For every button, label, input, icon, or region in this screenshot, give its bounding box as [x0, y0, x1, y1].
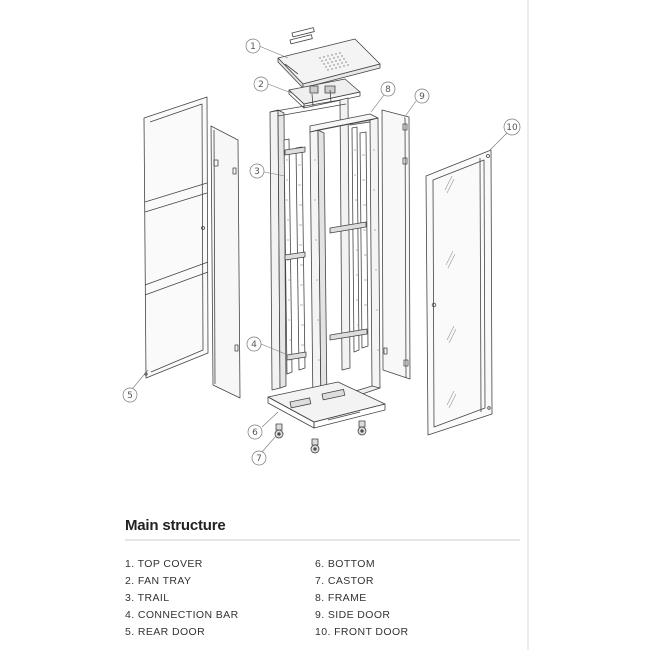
leader-7 — [261, 435, 277, 453]
part-item: 2. FAN TRAY — [125, 575, 192, 587]
leader-8 — [370, 94, 385, 113]
callout-label-2: 2 — [258, 80, 264, 90]
leader-9 — [403, 100, 417, 119]
callout-circle-6 — [247, 424, 263, 440]
callout-label-4: 4 — [251, 340, 257, 350]
callout-circle-3 — [249, 163, 265, 179]
callout-circle-9 — [414, 88, 430, 104]
part-item: 3. TRAIL — [125, 592, 170, 604]
castors — [274, 420, 367, 454]
callout-label-6: 6 — [252, 428, 258, 438]
leader-2 — [267, 83, 295, 95]
part-item: 7. CASTOR — [315, 575, 374, 587]
part-item: 6. BOTTOM — [315, 558, 375, 570]
section-title: Main structure — [125, 517, 226, 534]
mounting-trails — [283, 126, 369, 375]
callout-label-1: 1 — [250, 42, 256, 52]
leader-10 — [488, 132, 508, 152]
top-cover — [277, 27, 381, 89]
part-item: 8. FRAME — [315, 592, 367, 604]
callout-circle-10 — [503, 118, 521, 136]
callout-label-10: 10 — [506, 123, 518, 133]
callout-label-9: 9 — [419, 92, 425, 102]
cabinet-frame-back — [269, 97, 351, 391]
parts-column-left: 1. TOP COVER 2. FAN TRAY 3. TRAIL 4. CON… — [125, 557, 239, 642]
part-item: 1. TOP COVER — [125, 558, 203, 570]
leader-5 — [132, 369, 149, 389]
rear-door — [143, 96, 209, 379]
callout-label-5: 5 — [127, 391, 133, 401]
leader-6 — [261, 411, 279, 428]
left-side-panel — [210, 125, 241, 399]
part-item: 4. CONNECTION BAR — [125, 609, 239, 621]
leader-4 — [260, 343, 289, 356]
callout-circle-7 — [251, 450, 267, 466]
connection-bars — [284, 116, 371, 361]
leader-3 — [263, 171, 286, 177]
fan-tray — [288, 78, 361, 109]
callout-circle-5 — [122, 387, 138, 403]
callout-circle-1 — [245, 38, 261, 54]
callout-circle-8 — [380, 81, 396, 97]
front-door — [425, 149, 493, 436]
cabinet-bottom — [267, 381, 386, 429]
callout-label-3: 3 — [254, 167, 260, 177]
cabinet-frame-front — [309, 113, 381, 411]
callout-circle-2 — [253, 76, 269, 92]
callout-circle-4 — [246, 336, 262, 352]
leader-1 — [258, 45, 289, 59]
callout-label-8: 8 — [385, 85, 391, 95]
part-item: 9. SIDE DOOR — [315, 609, 391, 621]
callout-label-7: 7 — [256, 454, 262, 464]
part-item: 5. REAR DOOR — [125, 626, 206, 638]
side-door — [381, 109, 411, 380]
parts-column-right: 6. BOTTOM 7. CASTOR 8. FRAME 9. SIDE DOO… — [315, 557, 409, 642]
part-item: 10. FRONT DOOR — [315, 626, 409, 638]
